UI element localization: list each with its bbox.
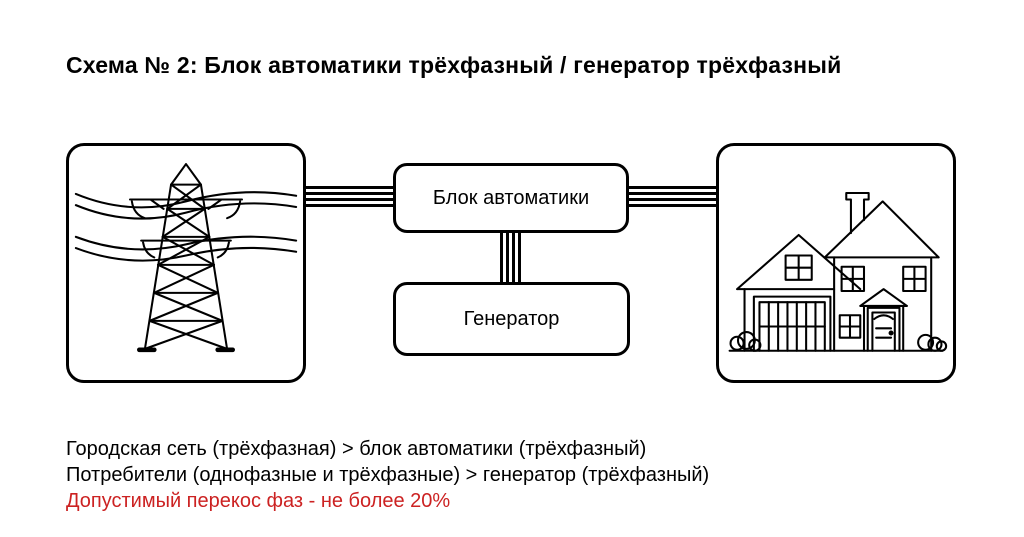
transmission-tower-icon bbox=[74, 163, 298, 353]
wire-line bbox=[518, 231, 521, 284]
house-icon bbox=[728, 191, 948, 352]
wire-line bbox=[304, 204, 395, 207]
automation-to-consumers-wires bbox=[627, 186, 718, 207]
note-phase-imbalance: Допустимый перекос фаз - не более 20% bbox=[66, 490, 451, 512]
generator-label: Генератор bbox=[463, 307, 560, 330]
consumers-panel bbox=[716, 143, 956, 383]
wire-line bbox=[500, 231, 503, 284]
wire-line bbox=[627, 186, 718, 189]
wire-line bbox=[627, 192, 718, 195]
automation-block-node: Блок автоматики bbox=[393, 163, 629, 233]
grid-to-automation-wires bbox=[304, 186, 395, 207]
note-consumers: Потребители (однофазные и трёхфазные) > … bbox=[66, 464, 710, 486]
note-city-grid: Городская сеть (трёхфазная) > блок автом… bbox=[66, 438, 647, 460]
wire-line bbox=[506, 231, 509, 284]
wire-line bbox=[512, 231, 515, 284]
city-grid-panel bbox=[66, 143, 306, 383]
wire-line bbox=[627, 198, 718, 201]
wire-line bbox=[304, 192, 395, 195]
notes: Городская сеть (трёхфазная) > блок автом… bbox=[66, 436, 709, 514]
wire-line bbox=[304, 186, 395, 189]
wire-line bbox=[627, 204, 718, 207]
generator-node: Генератор bbox=[393, 282, 630, 356]
wire-line bbox=[304, 198, 395, 201]
automation-to-generator-wires bbox=[500, 231, 521, 284]
page-title: Схема № 2: Блок автоматики трёхфазный / … bbox=[66, 52, 842, 78]
automation-block-label: Блок автоматики bbox=[432, 186, 590, 209]
